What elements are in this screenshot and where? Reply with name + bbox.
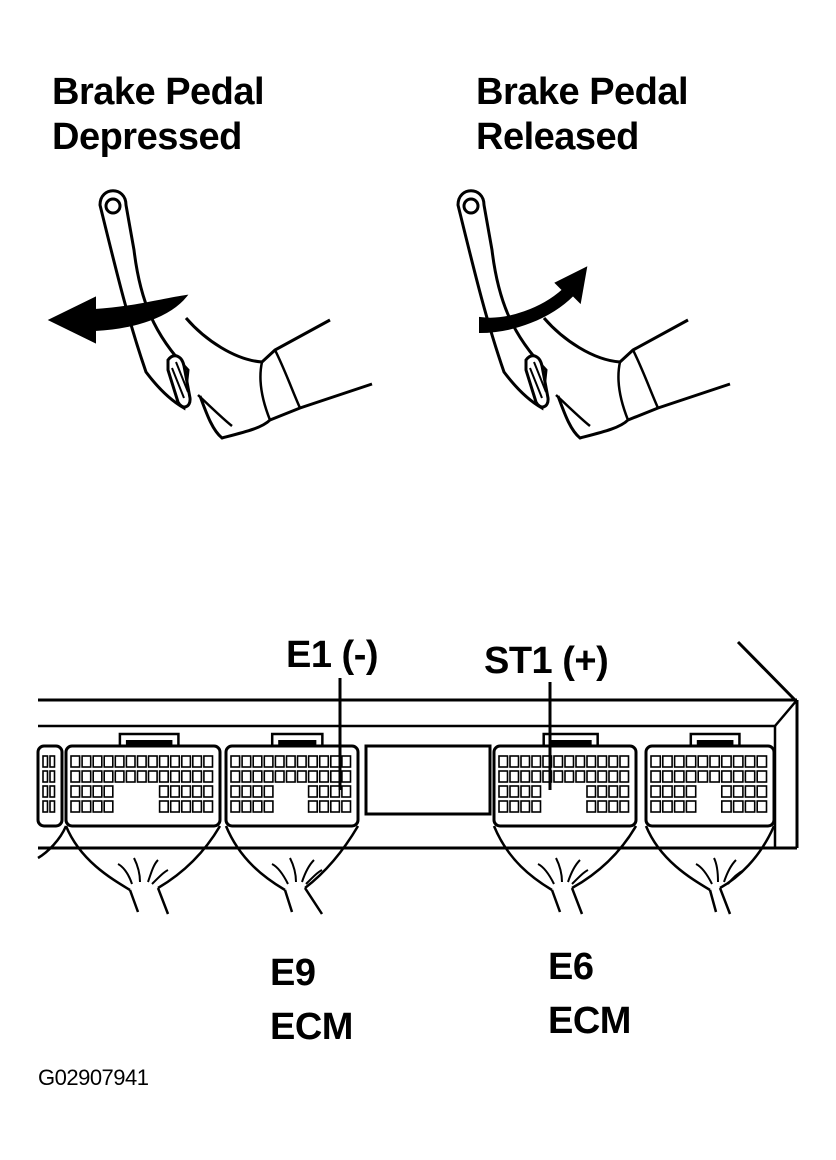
- pedal-depressed-line1: Brake Pedal: [52, 71, 265, 113]
- connector-e6-code: E6: [548, 946, 594, 988]
- connector-e6: [492, 732, 638, 828]
- ecm-connectors: [36, 732, 776, 828]
- pedal-depressed-label: Brake Pedal Depressed: [52, 70, 265, 160]
- pedal-released-line1: Brake Pedal: [476, 71, 689, 113]
- center-window: [364, 744, 492, 816]
- connector-left: [64, 732, 222, 828]
- connector-partial: [36, 744, 64, 828]
- pedal-released-line2: Released: [476, 116, 639, 158]
- push-arrow: [47, 294, 189, 344]
- return-arrow: [479, 266, 588, 334]
- connector-e6-unit: ECM: [548, 1000, 631, 1042]
- pin-e1-label: E1 (-): [286, 634, 379, 676]
- wire-harnesses: [37, 825, 776, 915]
- pin-st1-label: ST1 (+): [484, 640, 609, 682]
- figure-code: G02907941: [38, 1065, 149, 1090]
- connector-e9-label: E9 ECM: [270, 952, 353, 1048]
- ecm-housing: [38, 640, 799, 850]
- pedal-released-label: Brake Pedal Released: [476, 70, 689, 160]
- pedal-depressed-line2: Depressed: [52, 116, 242, 158]
- pedal-depressed-illustration: [47, 189, 374, 440]
- wire-tufts: [117, 857, 745, 885]
- connector-e6-label: E6 ECM: [548, 946, 631, 1042]
- connector-e9-code: E9: [270, 952, 316, 994]
- connector-e9: [224, 732, 360, 828]
- connector-e9-unit: ECM: [270, 1006, 353, 1048]
- pedal-released-illustration: [456, 189, 732, 440]
- connector-right: [644, 732, 776, 828]
